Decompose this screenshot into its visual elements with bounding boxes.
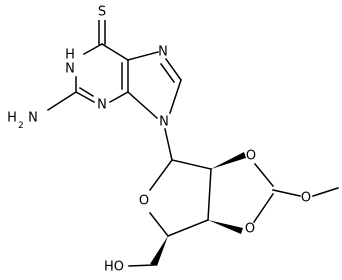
atom-nh2-subscript: 2 — [18, 121, 24, 131]
atom-methoxy-o: O — [301, 191, 311, 206]
bond-n3-c2-inner — [78, 86, 95, 98]
atom-o3p: O — [245, 222, 255, 237]
bond-c6-c5 — [100, 42, 130, 62]
bond-n9-c4 — [126, 90, 159, 120]
bond-c4p-c3p — [167, 219, 209, 237]
bond-n7-c8-inner — [159, 62, 176, 84]
bond-c1p-o4p — [148, 158, 174, 192]
bond-o4p-c4p — [148, 211, 170, 238]
bond-c1p-c2p — [171, 159, 212, 170]
atom-s-thione: S — [98, 5, 106, 20]
bond-n9-c1p — [164, 128, 173, 161]
atom-n3: N — [97, 98, 107, 113]
bond-c5p-oh — [128, 264, 155, 267]
atom-n9: N — [159, 115, 169, 130]
wedge-c2p-o — [211, 152, 246, 169]
atom-hydroxyl: HO — [104, 260, 124, 275]
wedge-c3p-o — [208, 220, 243, 234]
bond-cacetal-ome — [272, 189, 301, 197]
atom-n1-hydrogen: H — [65, 48, 75, 63]
bond-c3p-c2p — [207, 168, 212, 221]
bond-n1-c6 — [82, 42, 104, 56]
bond-n3-c2 — [74, 90, 96, 104]
atom-n7: N — [158, 45, 168, 60]
atom-nh2-hydrogen: H — [7, 111, 17, 126]
atom-o2p: O — [246, 149, 256, 164]
atom-n1: N — [65, 62, 75, 77]
atom-nh2-nitrogen: N — [28, 111, 38, 126]
bond-o3-cacetal — [252, 192, 275, 224]
atom-o4p: O — [139, 194, 149, 209]
wedge-c4p-c5p — [150, 236, 168, 266]
bond-c8-n9 — [169, 79, 182, 114]
bond-o2-cacetal — [253, 162, 275, 188]
bond-c5-n7 — [127, 51, 159, 61]
bond-n7-c8 — [164, 57, 183, 82]
bond-c4-n3 — [108, 90, 130, 104]
bond-ome-ch3 — [312, 187, 339, 197]
bond-c2-nh2 — [46, 90, 78, 112]
